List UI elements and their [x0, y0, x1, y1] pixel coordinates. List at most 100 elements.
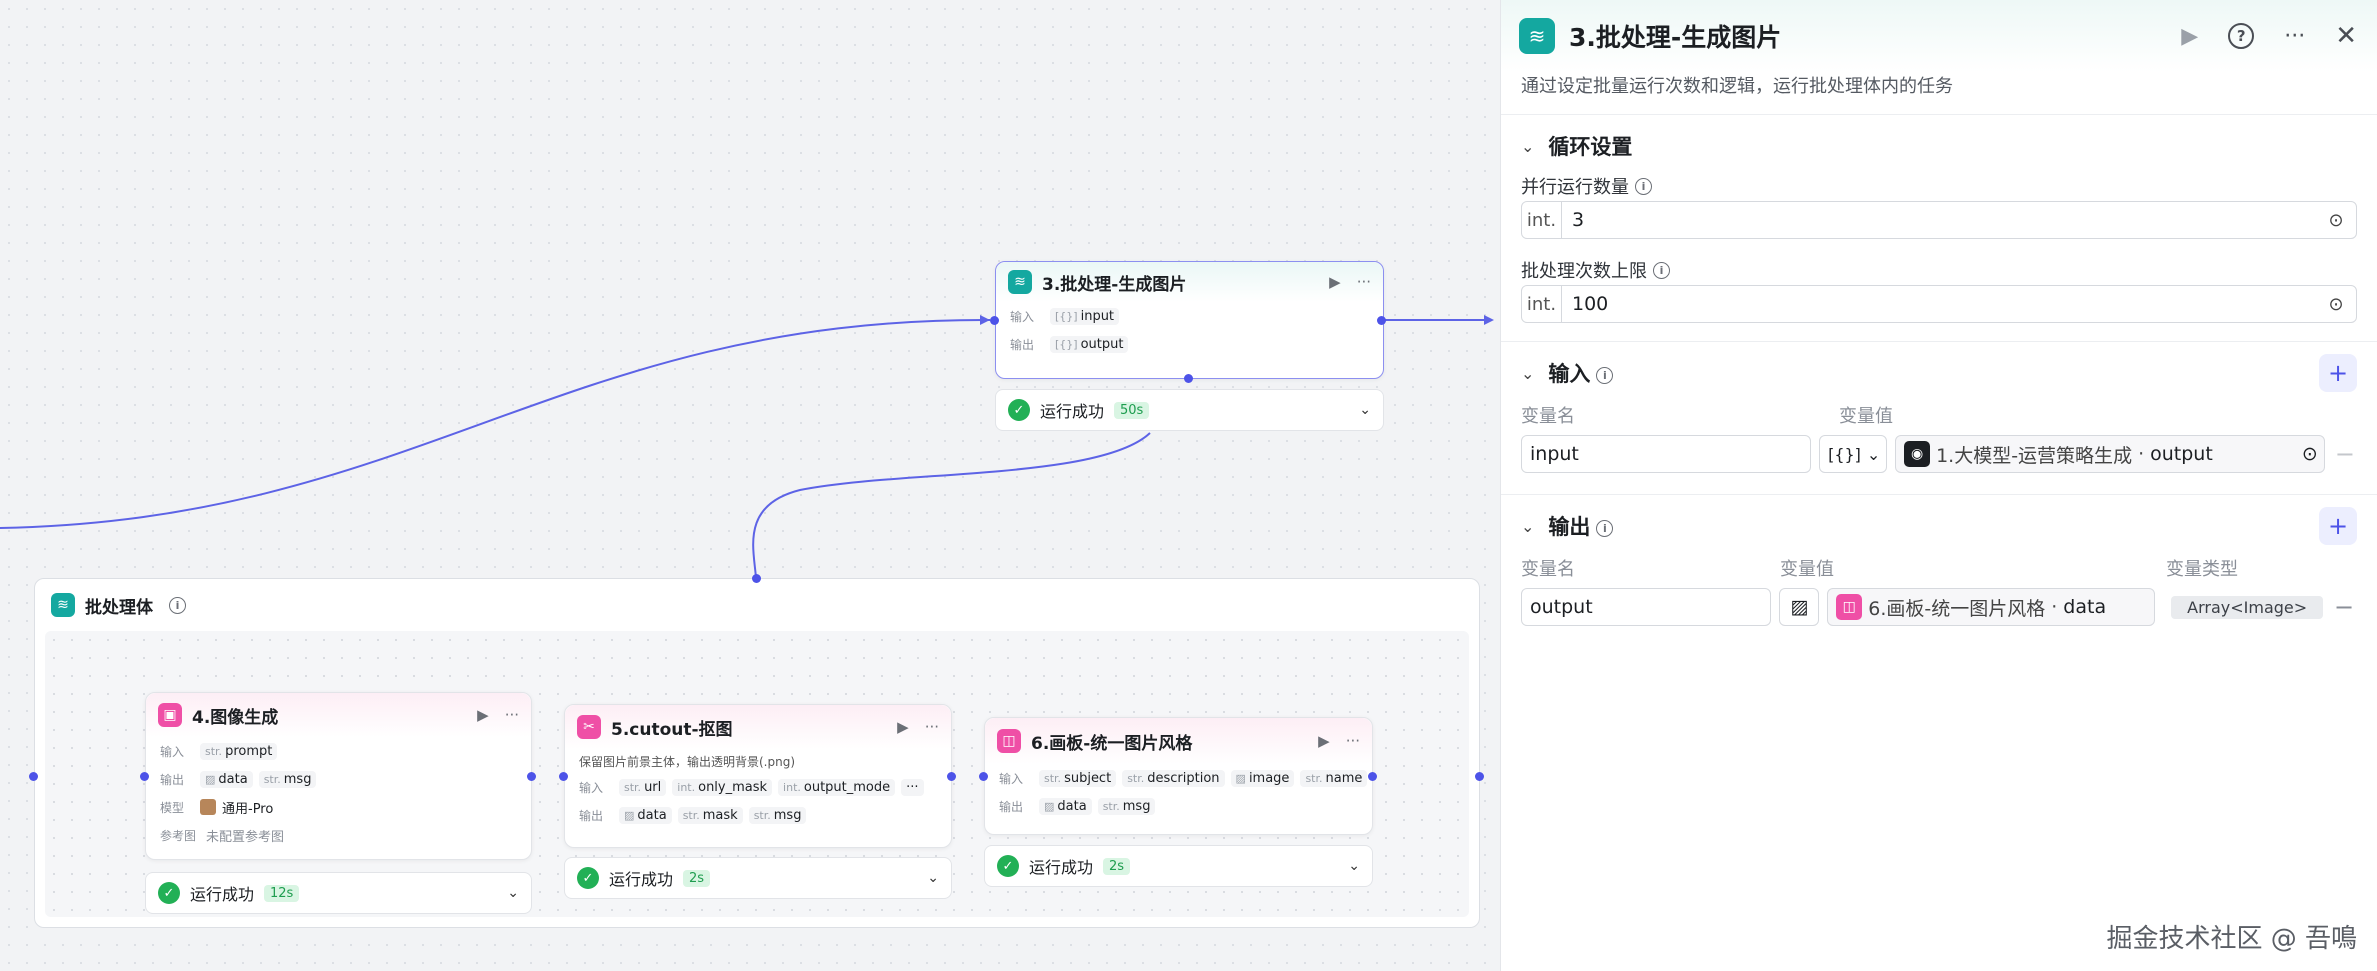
stepper-icon[interactable]: ⊙	[2328, 209, 2344, 231]
port-out[interactable]	[947, 772, 956, 781]
output-label: 输出	[1010, 337, 1035, 352]
chevron-down-icon[interactable]: ⌄	[927, 870, 939, 886]
info-icon[interactable]: i	[1653, 261, 1670, 279]
output-type-tag: Array<Image>	[2171, 595, 2324, 619]
output-var-name[interactable]: output	[1521, 588, 1772, 626]
batch-node-title: 3.批处理-生成图片	[1042, 274, 1187, 295]
chevron-down-icon[interactable]: ⌄	[1359, 402, 1371, 418]
edge-batch-to-group	[752, 432, 1151, 579]
more-icon[interactable]: ···	[1356, 273, 1371, 291]
input-var-type-select[interactable]: [{}]⌄	[1819, 435, 1888, 473]
output-tag: ▨data	[619, 806, 672, 824]
close-icon[interactable]: ✕	[2335, 21, 2357, 51]
ref-value: 未配置参考图	[206, 829, 285, 845]
batch-node[interactable]: ≋ 3.批处理-生成图片 ▶ ··· 输入 [{}]input 输出 [{}]o…	[995, 261, 1384, 379]
input-var-name[interactable]: input	[1521, 435, 1812, 473]
info-icon[interactable]: i	[169, 596, 186, 614]
cutout-node[interactable]: ✂ 5.cutout-抠图 ▶ ··· 保留图片前景主体，输出透明背景(.png…	[564, 704, 952, 848]
port-in[interactable]	[990, 316, 999, 325]
output-var-type-icon[interactable]: ▨	[1779, 588, 1820, 626]
port-group-left[interactable]	[29, 772, 38, 781]
divider	[1501, 114, 2377, 115]
port-in[interactable]	[559, 772, 568, 781]
model-avatar	[200, 799, 216, 815]
input-tag: str.description	[1122, 769, 1225, 787]
info-icon[interactable]: i	[1635, 177, 1652, 195]
chevron-down-icon[interactable]: ⌄	[507, 885, 519, 901]
more-icon[interactable]: ···	[1345, 732, 1360, 750]
chevron-down-icon[interactable]: ⌄	[1521, 516, 1535, 536]
port-in[interactable]	[140, 772, 149, 781]
input-value[interactable]: 3	[1572, 209, 1585, 231]
input-value[interactable]: 100	[1572, 293, 1609, 315]
play-icon[interactable]: ▶	[897, 718, 909, 736]
output-tag: str.msg	[258, 770, 317, 788]
divider	[1501, 341, 2377, 342]
node-config-panel: ≋ 3.批处理-生成图片 ▶ ? ··· ✕ 通过设定批量运行次数和逻辑，运行批…	[1500, 0, 2377, 971]
port-bottom[interactable]	[1184, 374, 1193, 383]
node-title: 6.画板-统一图片风格	[1031, 733, 1193, 754]
output-tag: ▨data	[1039, 797, 1092, 815]
info-icon[interactable]: i	[1596, 366, 1614, 384]
layers-icon: ≋	[1008, 270, 1032, 294]
parallel-count-input[interactable]: int. 3 ⊙	[1521, 201, 2357, 239]
more-icon[interactable]: ···	[504, 706, 519, 724]
node-title: 4.图像生成	[192, 707, 279, 728]
model-label: 模型	[160, 800, 185, 815]
edge-arrow	[980, 315, 990, 325]
more-icon[interactable]: ···	[2284, 23, 2306, 49]
output-tag: str.mask	[677, 806, 743, 824]
image-gen-status[interactable]: ✓ 运行成功 12s ⌄	[145, 872, 532, 914]
port-group-top[interactable]	[752, 574, 761, 583]
image-gen-node[interactable]: ▣ 4.图像生成 ▶ ··· 输入 str.prompt 输出 ▨data st…	[145, 692, 532, 860]
image-icon: ▨	[1790, 596, 1809, 618]
input-tag: ▨image	[1230, 769, 1295, 787]
stepper-icon[interactable]: ⊙	[2328, 293, 2344, 315]
model-value: 通用-Pro	[222, 801, 274, 817]
port-out[interactable]	[1368, 772, 1377, 781]
duration-badge: 12s	[264, 884, 300, 902]
add-output-button[interactable]: +	[2319, 507, 2357, 545]
output-label: 输出	[160, 772, 185, 787]
add-input-button[interactable]: +	[2319, 354, 2357, 392]
more-inputs[interactable]: ···	[901, 778, 924, 796]
ref-separator: ·	[2138, 443, 2145, 465]
input-tag: str.subject	[1039, 769, 1117, 787]
play-icon[interactable]: ▶	[1329, 273, 1341, 291]
status-text: 运行成功	[609, 870, 674, 889]
play-icon[interactable]: ▶	[2181, 23, 2199, 49]
port-out[interactable]	[527, 772, 536, 781]
batch-limit-input[interactable]: int. 100 ⊙	[1521, 285, 2357, 323]
output-tag: [{}]output	[1050, 335, 1129, 353]
more-icon[interactable]: ···	[924, 718, 939, 736]
status-text: 运行成功	[1029, 858, 1094, 877]
remove-input-button[interactable]: −	[2334, 440, 2355, 468]
port-out[interactable]	[1377, 316, 1386, 325]
chevron-down-icon[interactable]: ⌄	[1348, 858, 1360, 874]
chevron-down-icon[interactable]: ⌄	[1521, 136, 1535, 156]
cutout-status[interactable]: ✓ 运行成功 2s ⌄	[564, 857, 952, 899]
input-var-value[interactable]: ◉ 1.大模型-运营策略生成 · output ⊙	[1895, 435, 2325, 473]
output-column-headers: 变量名 变量值 变量类型	[1521, 559, 2238, 580]
workflow-canvas[interactable]: ≋ 3.批处理-生成图片 ▶ ··· 输入 [{}]input 输出 [{}]o…	[0, 0, 1500, 971]
chevron-down-icon[interactable]: ⌄	[1521, 363, 1535, 383]
port-group-right[interactable]	[1475, 772, 1484, 781]
help-icon[interactable]: ?	[2228, 23, 2255, 49]
play-icon[interactable]: ▶	[477, 706, 489, 724]
ref-separator: ·	[2051, 596, 2058, 618]
loop-section-header[interactable]: ⌄ 循环设置	[1501, 121, 2377, 171]
remove-output-button[interactable]: −	[2334, 593, 2355, 621]
info-icon[interactable]: i	[1596, 519, 1614, 537]
canvas-style-node[interactable]: ◫ 6.画板-统一图片风格 ▶ ··· 输入 str.subject str.d…	[984, 717, 1373, 835]
port-in[interactable]	[979, 772, 988, 781]
batch-status[interactable]: ✓ 运行成功 50s ⌄	[995, 389, 1384, 431]
stepper-icon[interactable]: ⊙	[2301, 443, 2318, 465]
output-tag: str.msg	[1097, 797, 1156, 815]
canvas-node-status[interactable]: ✓ 运行成功 2s ⌄	[984, 845, 1373, 887]
play-icon[interactable]: ▶	[1318, 732, 1330, 750]
output-var-value[interactable]: ◫ 6.画板-统一图片风格 · data	[1827, 588, 2156, 626]
